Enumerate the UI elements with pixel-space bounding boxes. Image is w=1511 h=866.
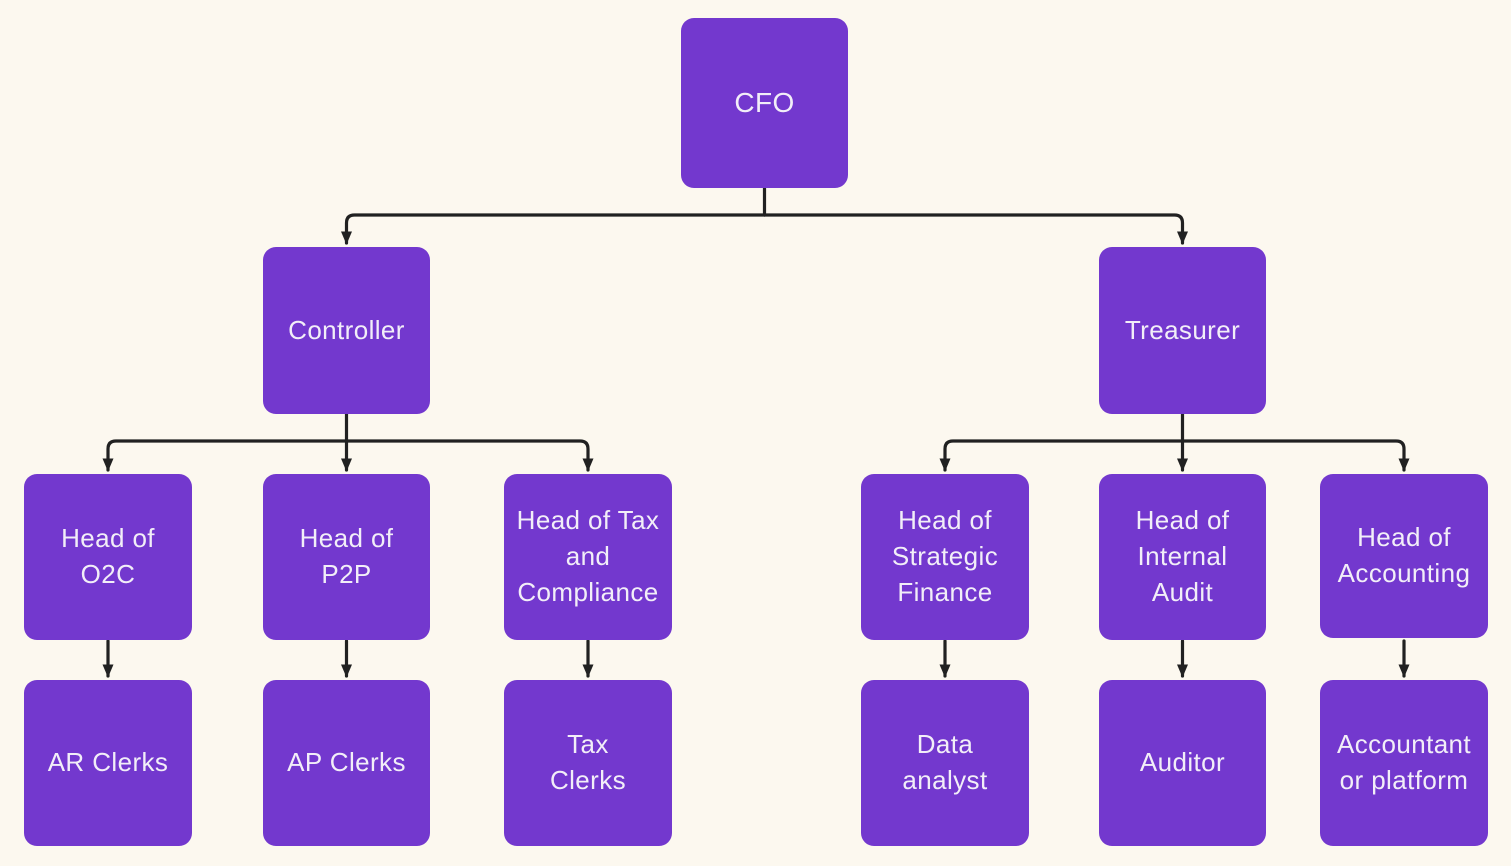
org-node-head-accounting-label: Head of Accounting <box>1337 522 1471 588</box>
org-node-head-p2p-label: Head of P2P <box>299 523 394 589</box>
org-node-head-o2c: Head of O2C <box>24 474 192 640</box>
org-node-auditor: Auditor <box>1099 680 1266 846</box>
org-node-accountant-label: Accountant or platform <box>1336 729 1472 795</box>
org-node-treasurer: Treasurer <box>1099 247 1266 414</box>
edge-controller-head-o2c <box>102 439 349 472</box>
org-node-head-o2c-label: Head of O2C <box>61 523 155 589</box>
org-node-data-analyst: Data analyst <box>861 680 1029 846</box>
org-node-controller: Controller <box>263 247 430 414</box>
org-node-ap-clerks-label: AP Clerks <box>287 747 406 778</box>
edge-treasurer-head-strategic-finance <box>939 439 1185 472</box>
edge-cfo-controller <box>341 213 767 245</box>
org-node-head-tax: Head of Tax and Compliance <box>504 474 672 640</box>
org-node-head-p2p: Head of P2P <box>263 474 430 640</box>
org-node-auditor-label: Auditor <box>1139 747 1226 778</box>
org-node-accountant: Accountant or platform <box>1320 680 1488 846</box>
org-node-data-analyst-label: Data analyst <box>902 729 988 795</box>
org-node-head-accounting: Head of Accounting <box>1320 474 1488 638</box>
org-node-ar-clerks-label: AR Clerks <box>47 747 169 778</box>
org-node-ar-clerks: AR Clerks <box>24 680 192 846</box>
org-node-head-tax-label: Head of Tax and Compliance <box>516 505 660 607</box>
org-node-cfo: CFO <box>681 18 848 188</box>
org-node-ap-clerks: AP Clerks <box>263 680 430 846</box>
edge-treasurer-head-accounting <box>1180 439 1410 472</box>
org-node-cfo-label: CFO <box>734 86 795 118</box>
org-node-treasurer-label: Treasurer <box>1124 314 1241 345</box>
org-node-head-strategic-finance-label: Head of Strategic Finance <box>891 505 999 607</box>
edge-controller-head-tax <box>344 439 594 472</box>
org-node-head-internal-audit: Head of Internal Audit <box>1099 474 1266 640</box>
org-node-head-internal-audit-label: Head of Internal Audit <box>1135 505 1230 607</box>
org-node-controller-label: Controller <box>288 314 405 345</box>
org-node-head-strategic-finance: Head of Strategic Finance <box>861 474 1029 640</box>
edge-cfo-treasurer <box>762 213 1188 245</box>
org-node-tax-clerks-label: Tax Clerks <box>549 729 627 795</box>
org-node-tax-clerks: Tax Clerks <box>504 680 672 846</box>
